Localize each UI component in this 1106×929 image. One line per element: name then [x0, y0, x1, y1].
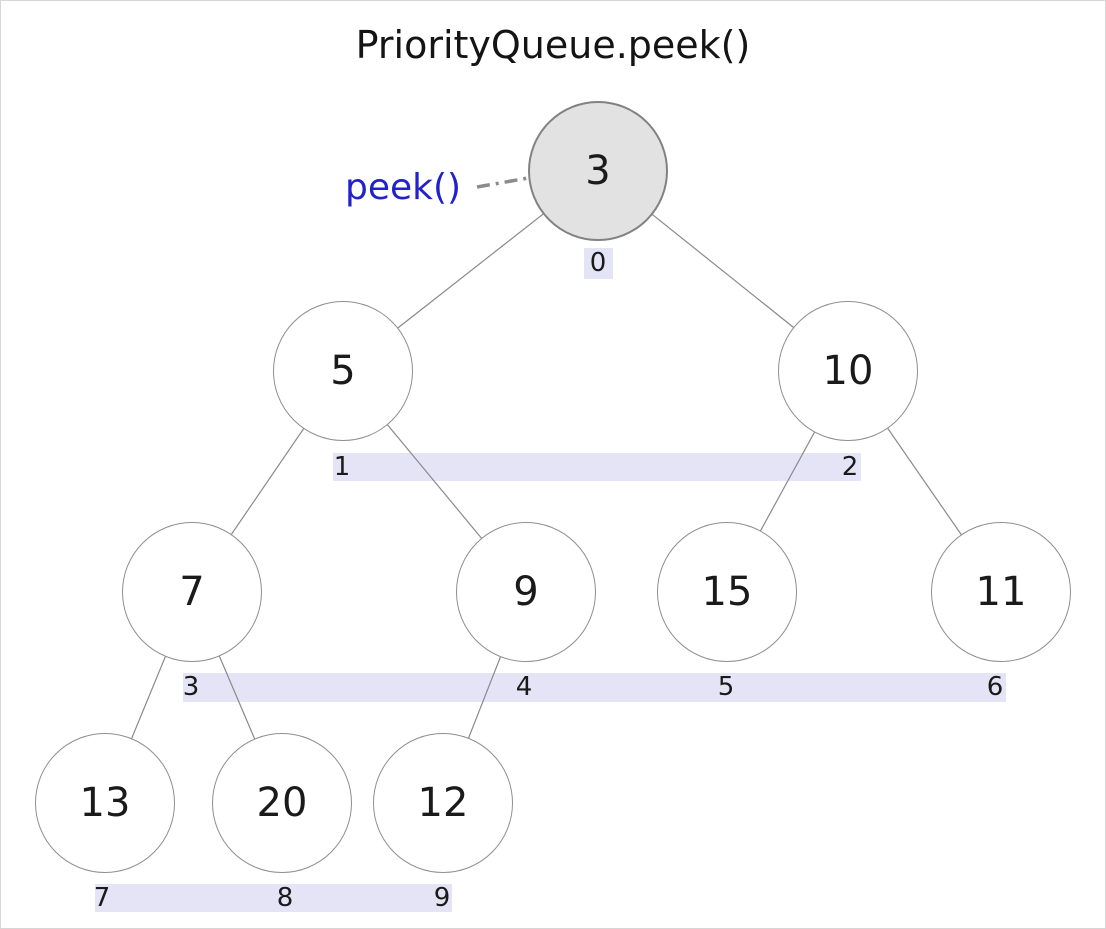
array-index-label: 8	[276, 883, 294, 913]
array-index-label: 4	[515, 672, 533, 702]
array-index-bar-level-1	[333, 453, 861, 481]
heap-node-8: 20	[212, 733, 352, 873]
heap-node-0: 3	[528, 101, 668, 241]
array-index-label: 2	[841, 452, 859, 482]
peek-annotation: peek()	[345, 167, 462, 208]
tree-edge-group	[104, 170, 1002, 804]
array-index-bar-level-3	[95, 884, 452, 912]
heap-node-value: 3	[585, 148, 611, 194]
heap-node-value: 20	[256, 780, 308, 826]
array-index-label: 5	[717, 672, 735, 702]
heap-node-value: 13	[79, 780, 131, 826]
array-index-bar-level-2	[183, 673, 1006, 702]
array-index-label: 0	[589, 248, 607, 278]
array-index-label: 7	[93, 883, 111, 913]
heap-node-value: 11	[975, 569, 1027, 615]
heap-node-value: 15	[701, 569, 753, 615]
array-index-label: 1	[333, 452, 351, 482]
heap-node-value: 10	[822, 348, 874, 394]
heap-node-3: 7	[122, 522, 262, 662]
heap-node-value: 5	[330, 348, 356, 394]
heap-node-7: 13	[35, 733, 175, 873]
heap-node-5: 15	[657, 522, 797, 662]
heap-node-1: 5	[273, 301, 413, 441]
array-index-bar-level-0	[584, 248, 613, 279]
heap-node-6: 11	[931, 522, 1071, 662]
array-index-label: 6	[986, 672, 1004, 702]
heap-node-value: 7	[179, 569, 205, 615]
array-index-label: 3	[182, 672, 200, 702]
heap-node-value: 12	[417, 780, 469, 826]
heap-node-9: 12	[373, 733, 513, 873]
array-index-label: 9	[433, 883, 451, 913]
heap-node-2: 10	[778, 301, 918, 441]
heap-node-value: 9	[513, 569, 539, 615]
diagram-title: PriorityQueue.peek()	[355, 23, 751, 67]
heap-node-4: 9	[456, 522, 596, 662]
